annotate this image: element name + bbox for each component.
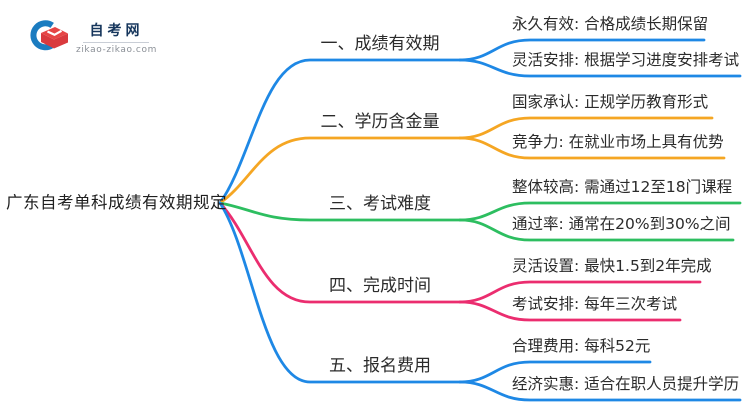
- logo-text: 自考网 zikao-zikao.com: [76, 22, 157, 55]
- child-node-5-1[interactable]: 合理费用: 每科52元: [512, 337, 651, 355]
- logo-divider: [83, 41, 150, 43]
- branch-1-child-1-line: [458, 38, 706, 62]
- logo-graduation-cap-icon: [30, 20, 68, 51]
- child-node-1-1[interactable]: 永久有效: 合格成绩长期保留: [512, 15, 709, 33]
- branch-3-child-2-line: [458, 218, 735, 242]
- branch-4-curve: [218, 201, 462, 304]
- logo-site-url: zikao-zikao.com: [76, 44, 157, 55]
- branch-label-4[interactable]: 四、完成时间: [329, 276, 431, 296]
- branch-2-curve: [218, 136, 462, 205]
- branch-label-3[interactable]: 三、考试难度: [329, 194, 431, 214]
- branch-label-2[interactable]: 二、学历含金量: [320, 112, 440, 132]
- root-node[interactable]: 广东自考单科成绩有效期规定: [6, 193, 227, 212]
- child-node-2-1[interactable]: 国家承认: 正规学历教育形式: [512, 93, 709, 111]
- branch-4-child-1-line: [458, 280, 702, 304]
- child-node-2-2[interactable]: 竞争力: 在就业市场上具有优势: [512, 133, 724, 151]
- branch-2-child-1-line: [458, 116, 714, 140]
- branch-5-child-1-line: [458, 360, 652, 384]
- branch-3-curve: [218, 201, 462, 222]
- branch-5-child-2-line: [458, 380, 742, 402]
- branch-5-curve: [218, 201, 462, 384]
- child-node-4-2[interactable]: 考试安排: 每年三次考试: [512, 295, 678, 313]
- child-node-5-2[interactable]: 经济实惠: 适合在职人员提升学历: [512, 375, 740, 393]
- branch-3-child-1-line: [458, 201, 742, 222]
- site-logo: 自考网 zikao-zikao.com: [28, 16, 158, 60]
- branch-1-child-2-line: [458, 58, 742, 78]
- child-node-3-1[interactable]: 整体较高: 需通过12至18门课程: [512, 178, 733, 196]
- child-node-1-2[interactable]: 灵活安排: 根据学习进度安排考试: [512, 51, 740, 69]
- child-node-3-2[interactable]: 通过率: 通常在20%到30%之间: [512, 215, 731, 233]
- branch-label-1[interactable]: 一、成绩有效期: [320, 34, 440, 54]
- branch-label-5[interactable]: 五、报名费用: [329, 356, 431, 376]
- child-node-4-1[interactable]: 灵活设置: 最快1.5到2年完成: [512, 257, 712, 275]
- logo-site-name: 自考网: [89, 22, 144, 39]
- branch-1-curve: [218, 58, 462, 205]
- branch-4-child-2-line: [458, 300, 682, 322]
- branch-2-child-2-line: [458, 136, 726, 160]
